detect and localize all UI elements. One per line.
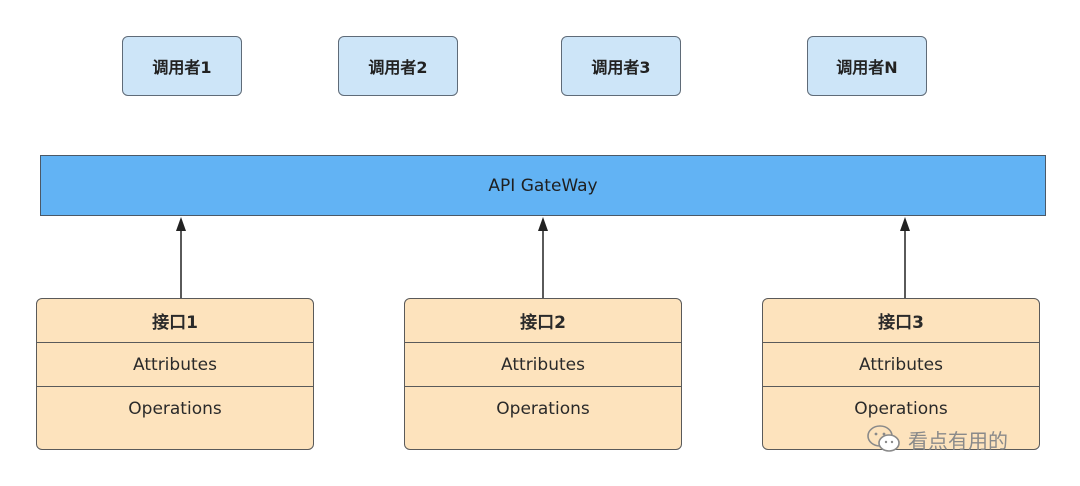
caller-label: 调用者N <box>836 58 898 77</box>
interface-operations: Operations <box>854 399 948 419</box>
interface-title: 接口3 <box>763 299 1039 343</box>
interface-title: 接口1 <box>37 299 313 343</box>
caller-node-3: 调用者3 <box>561 36 681 96</box>
interface-operations: Operations <box>128 399 222 419</box>
interface-box-2: 接口2 Attributes Operations <box>404 298 682 450</box>
caller-node-1: 调用者1 <box>122 36 242 96</box>
wechat-icon <box>867 425 900 452</box>
interface-attributes: Attributes <box>763 343 1039 387</box>
arrow-interface-1 <box>176 217 186 298</box>
interface-attributes: Attributes <box>37 343 313 387</box>
watermark-text: 看点有用的 <box>908 428 1008 453</box>
interface-title: 接口2 <box>405 299 681 343</box>
gateway-label: API GateWay <box>488 175 598 196</box>
interface-operations: Operations <box>496 399 590 419</box>
caller-node-n: 调用者N <box>807 36 927 96</box>
interface-attributes: Attributes <box>405 343 681 387</box>
caller-label: 调用者2 <box>368 58 428 77</box>
arrow-interface-2 <box>538 217 548 298</box>
interface-box-3: 接口3 Attributes Operations <box>762 298 1040 450</box>
caller-label: 调用者1 <box>152 58 212 77</box>
watermark: 看点有用的 <box>866 424 1008 454</box>
caller-node-2: 调用者2 <box>338 36 458 96</box>
interface-box-1: 接口1 Attributes Operations <box>36 298 314 450</box>
caller-label: 调用者3 <box>591 58 651 77</box>
api-gateway-bar: API GateWay <box>40 155 1046 216</box>
arrow-interface-3 <box>900 217 910 298</box>
